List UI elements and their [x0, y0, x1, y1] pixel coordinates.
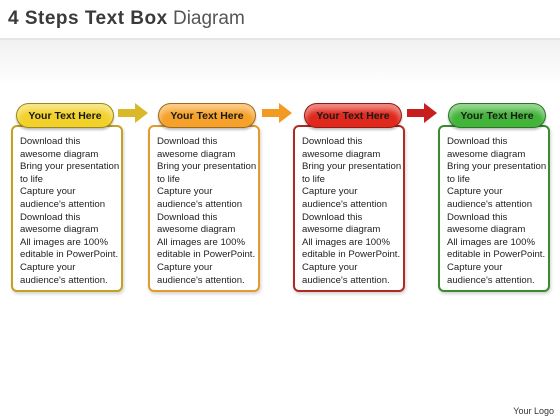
arrow-shape — [118, 103, 148, 123]
arrow-right-icon — [262, 103, 292, 123]
title-sub: Diagram — [172, 8, 245, 29]
arrow-right-icon — [407, 103, 437, 123]
step-header-pill: Your Text Here — [158, 103, 256, 128]
arrow-right-icon — [118, 103, 148, 123]
arrow-shape — [407, 103, 437, 123]
logo-placeholder: Your Logo — [513, 406, 554, 416]
step-header-pill: Your Text Here — [304, 103, 402, 128]
step-header-pill: Your Text Here — [16, 103, 114, 128]
step-header-pill: Your Text Here — [448, 103, 546, 128]
page-title: 4 Steps Text Box Diagram — [8, 6, 245, 32]
title-divider — [0, 38, 560, 40]
title-main: 4 Steps Text Box — [8, 8, 168, 29]
arrow-shape — [262, 103, 292, 123]
